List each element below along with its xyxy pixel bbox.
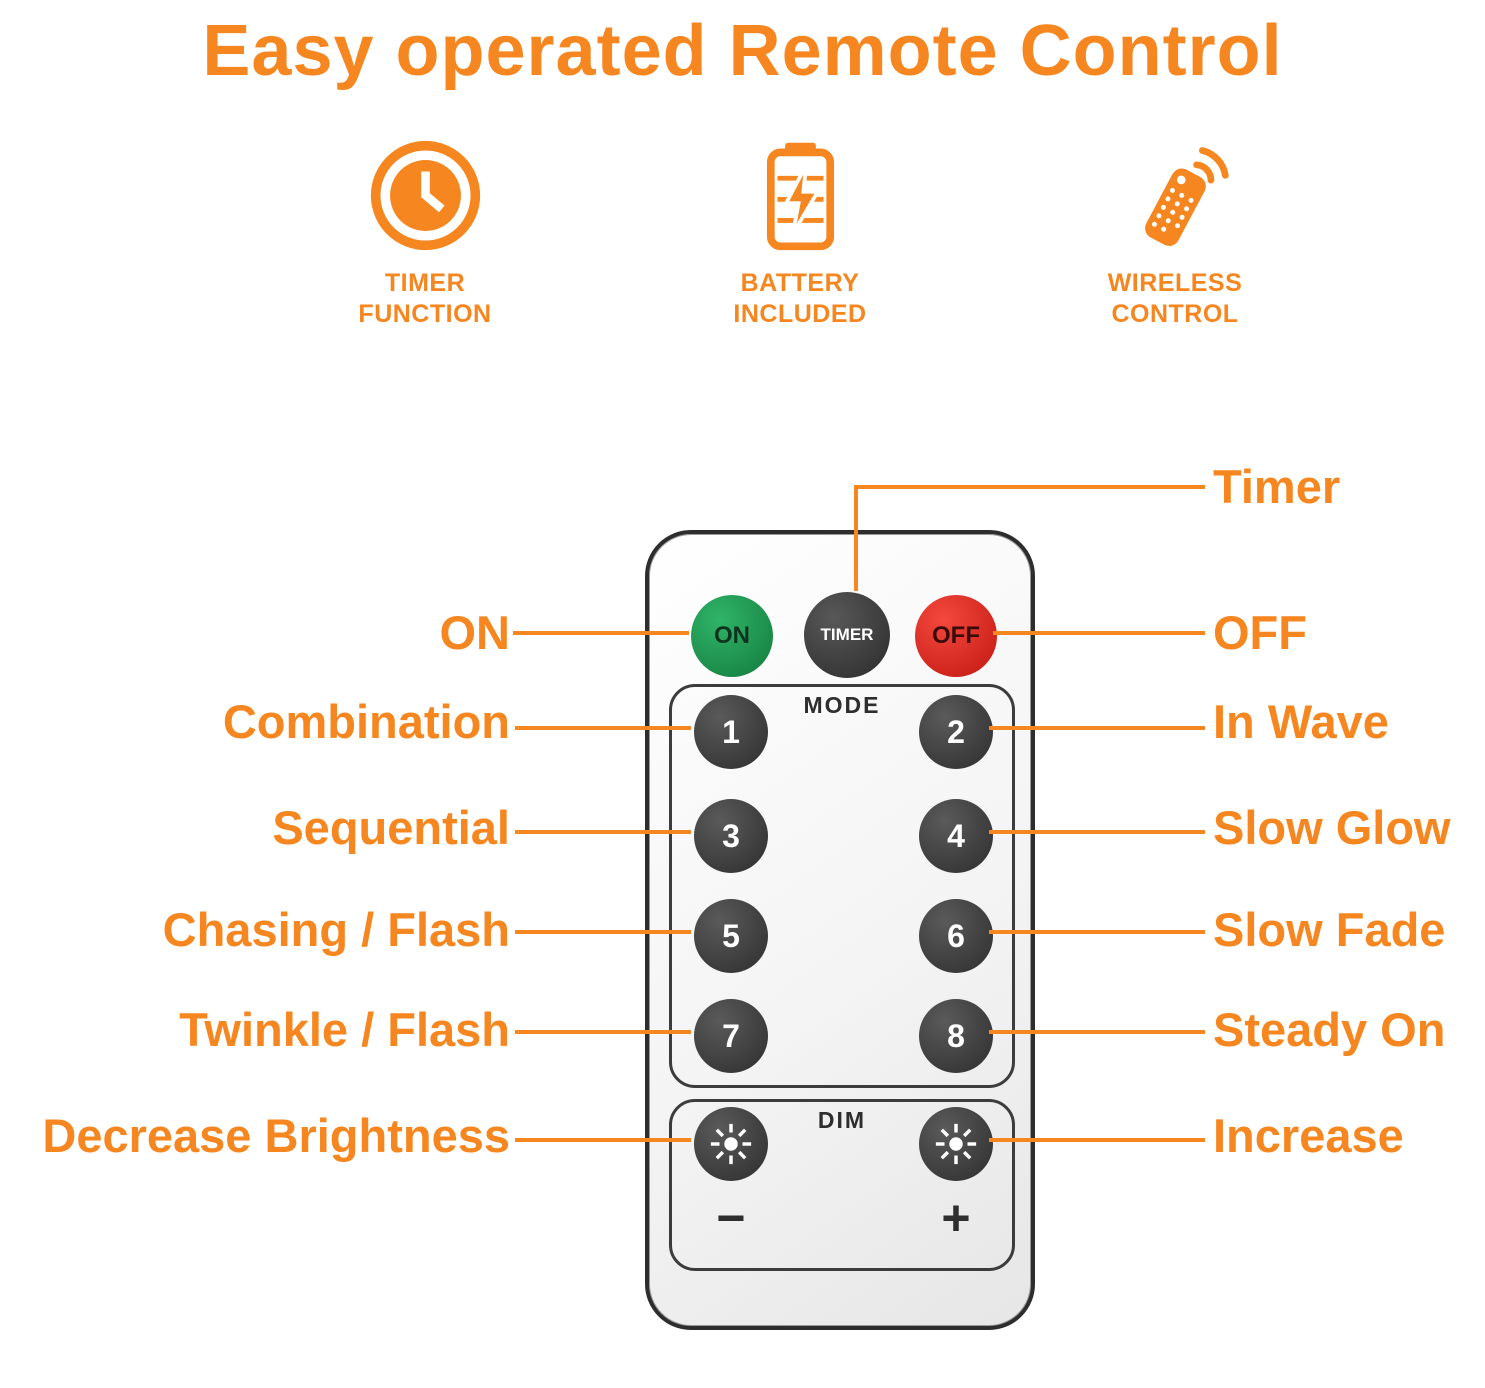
callout-line-steady-on	[989, 1030, 1205, 1034]
feature-label: TIMER FUNCTION	[285, 268, 565, 331]
increase-brightness-button	[919, 1107, 993, 1181]
brightness-sun-icon	[710, 1123, 752, 1165]
callout-line-increase	[989, 1138, 1205, 1142]
callout-line-in-wave	[989, 726, 1205, 730]
mode-button-6: 6	[919, 899, 993, 973]
callout-line-timer	[854, 485, 1205, 489]
callout-line-twinkle-flash	[515, 1030, 691, 1034]
feature-timer-function: TIMER FUNCTION	[285, 138, 565, 331]
feature-label: WIRELESS CONTROL	[1035, 268, 1315, 331]
callout-slow-glow: Slow Glow	[1213, 801, 1451, 854]
remote-signal-icon	[1144, 147, 1229, 246]
callout-increase: Increase	[1213, 1109, 1404, 1162]
callout-line-chasing-flash	[515, 930, 691, 934]
mode-label: MODE	[803, 692, 881, 718]
callout-line-slow-glow	[989, 830, 1205, 834]
feature-label-line2: CONTROL	[1111, 300, 1239, 329]
callout-off: OFF	[1213, 606, 1307, 659]
mode-button-3: 3	[694, 799, 768, 873]
mode-button-4: 4	[919, 799, 993, 873]
remote-control: ON TIMER OFF MODE 1 2 3 4 5 6 7 8 DIM	[645, 530, 1035, 1330]
callout-steady-on: Steady On	[1213, 1003, 1446, 1056]
callout-sequential: Sequential	[272, 801, 510, 854]
callout-line-slow-fade	[989, 930, 1205, 934]
mode-button-1: 1	[694, 695, 768, 769]
callout-in-wave: In Wave	[1213, 695, 1389, 748]
battery-icon	[766, 142, 834, 251]
callout-line-on	[513, 631, 689, 635]
callout-line-decrease	[515, 1138, 691, 1142]
feature-label-line2: INCLUDED	[733, 300, 867, 329]
callout-combination: Combination	[222, 695, 510, 748]
callout-slow-fade: Slow Fade	[1213, 903, 1446, 956]
feature-label-line1: WIRELESS	[1107, 269, 1243, 297]
callout-decrease-brightness: Decrease Brightness	[42, 1109, 510, 1162]
feature-label-line1: BATTERY	[740, 269, 860, 297]
feature-battery-included: BATTERY INCLUDED	[660, 138, 940, 331]
mode-panel: MODE	[669, 684, 1015, 1088]
feature-label: BATTERY INCLUDED	[660, 268, 940, 331]
brightness-sun-icon	[935, 1123, 977, 1165]
callout-timer: Timer	[1213, 460, 1341, 513]
callout-line-combination	[515, 726, 691, 730]
on-button: ON	[691, 595, 773, 677]
callout-chasing-flash: Chasing / Flash	[162, 903, 510, 956]
mode-button-7: 7	[694, 999, 768, 1073]
mode-button-2: 2	[919, 695, 993, 769]
callout-line-timer-vertical	[854, 487, 858, 591]
feature-label-line1: TIMER	[384, 269, 466, 297]
timer-button: TIMER	[804, 592, 890, 678]
off-button: OFF	[915, 595, 997, 677]
mode-button-8: 8	[919, 999, 993, 1073]
callout-line-sequential	[515, 830, 691, 834]
decrease-brightness-button	[694, 1107, 768, 1181]
callout-on: ON	[439, 606, 511, 659]
mode-button-5: 5	[694, 899, 768, 973]
plus-sign: +	[941, 1190, 971, 1246]
feature-wireless-control: WIRELESS CONTROL	[1035, 138, 1315, 331]
minus-sign: −	[716, 1190, 746, 1246]
clock-icon	[370, 140, 480, 251]
dim-label: DIM	[817, 1107, 867, 1133]
dim-panel: DIM	[669, 1099, 1015, 1271]
feature-label-line2: FUNCTION	[358, 300, 492, 329]
callout-twinkle-flash: Twinkle / Flash	[179, 1003, 510, 1056]
callout-line-off	[993, 631, 1205, 635]
page-title: Easy operated Remote Control	[202, 11, 1283, 91]
